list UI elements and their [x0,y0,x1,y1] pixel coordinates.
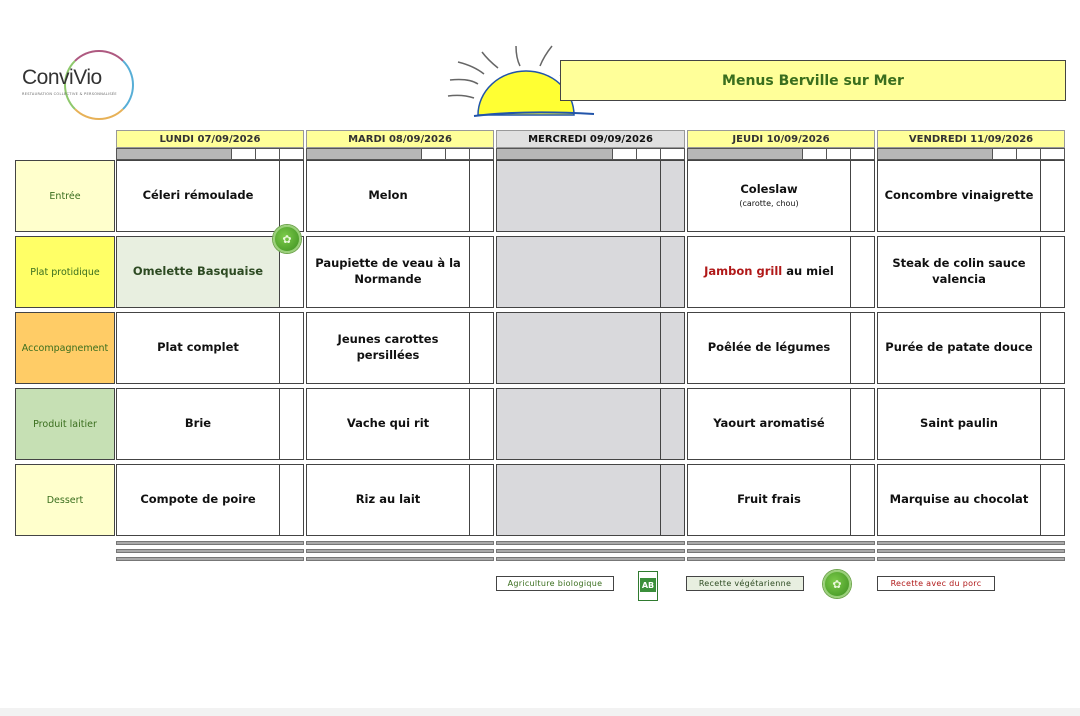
day-subheader [116,148,304,160]
vegetarian-badge-icon: ✿ [823,570,851,598]
menu-cell-accompagnement-tue: Jeunes carottes persillées [306,312,494,384]
dish-name: Plat complet [157,340,239,355]
menu-cell-dessert-tue: Riz au lait [306,464,494,536]
vegetarian-badge-icon: ✿ [273,225,301,253]
page-footer-bar [0,708,1080,716]
dish-name: Saint paulin [920,416,998,431]
footer-stripe [687,557,875,561]
row-label-laitier: Produit laitier [15,388,115,460]
menu-cell-laitier-wed [496,388,685,460]
menu-cell-plat-mon: Omelette Basquaise [116,236,304,308]
menu-cell-plat-tue: Paupiette de veau à la Normande [306,236,494,308]
row-label-dessert: Dessert [15,464,115,536]
footer-stripe [306,549,494,553]
menu-cell-entree-mon: Céleri rémoulade [116,160,304,232]
day-header-mon: LUNDI 07/09/2026 [116,130,304,148]
dish-detail: (carotte, chou) [739,199,799,209]
menu-cell-accompagnement-wed [496,312,685,384]
row-label-entree: Entrée [15,160,115,232]
footer-stripe [496,557,685,561]
dish-name: Riz au lait [355,492,421,507]
dish-name: Vache qui rit [346,416,430,431]
dish-name: Coleslaw [740,181,798,196]
dish-name: Poêlée de légumes [707,340,831,355]
logo-tagline: RESTAURATION COLLECTIVE & PERSONNALISÉE [22,92,117,96]
dish-name: Jeunes carottes persillées [337,332,439,362]
footer-stripe [116,541,304,545]
dish-name: Melon [368,188,408,203]
day-subheader [306,148,494,160]
menu-cell-accompagnement-thu: Poêlée de légumes [687,312,875,384]
dish-name: Yaourt aromatisé [713,416,825,431]
menu-cell-dessert-mon: Compote de poire [116,464,304,536]
menu-cell-dessert-wed [496,464,685,536]
dish-name: Céleri rémoulade [142,188,254,203]
day-subheader [687,148,875,160]
legend-organic: Agriculture biologique [496,576,614,591]
dish-name: Omelette Basquaise [117,237,279,307]
day-header-tue: MARDI 08/09/2026 [306,130,494,148]
menu-cell-entree-tue: Melon [306,160,494,232]
day-header-thu: JEUDI 10/09/2026 [687,130,875,148]
menu-cell-dessert-thu: Fruit frais [687,464,875,536]
footer-stripe [116,557,304,561]
footer-stripe [496,549,685,553]
menu-cell-entree-wed [496,160,685,232]
menu-cell-accompagnement-mon: Plat complet [116,312,304,384]
convivio-logo: ConviVio RESTAURATION COLLECTIVE & PERSO… [20,48,134,120]
menu-cell-plat-wed [496,236,685,308]
footer-stripe [116,549,304,553]
menu-cell-entree-thu: Coleslaw (carotte, chou) [687,160,875,232]
footer-stripe [877,541,1065,545]
day-subheader [877,148,1065,160]
menu-cell-laitier-thu: Yaourt aromatisé [687,388,875,460]
footer-stripe [306,541,494,545]
dish-name: Compote de poire [140,492,256,507]
footer-stripe [687,549,875,553]
page-title: Menus Berville sur Mer [560,60,1066,101]
logo-name: ConviVio [22,66,102,89]
menu-cell-laitier-tue: Vache qui rit [306,388,494,460]
dish-name: Marquise au chocolat [889,492,1029,507]
menu-cell-plat-thu: Jambon grill au miel [687,236,875,308]
ab-organic-logo-icon: AB [638,571,658,601]
menu-cell-accompagnement-fri: Purée de patate douce [877,312,1065,384]
dish-name: Purée de patate douce [885,340,1033,355]
menu-cell-laitier-mon: Brie [116,388,304,460]
dish-name: Brie [184,416,212,431]
menu-cell-plat-fri: Steak de colin sauce valencia [877,236,1065,308]
menu-cell-entree-fri: Concombre vinaigrette [877,160,1065,232]
footer-stripe [877,549,1065,553]
dish-name: Steak de colin sauce valencia [892,256,1026,286]
day-header-fri: VENDREDI 11/09/2026 [877,130,1065,148]
pork-dish-name: Jambon grill [704,264,783,279]
day-subheader [496,148,685,160]
dish-name: au miel [782,264,834,279]
dish-name: Paupiette de veau à la Normande [315,256,461,286]
footer-stripe [306,557,494,561]
row-label-plat: Plat protidique [15,236,115,308]
dish-name: Concombre vinaigrette [884,188,1034,203]
legend-pork: Recette avec du porc [877,576,995,591]
footer-stripe [877,557,1065,561]
legend-vegetarian: Recette végétarienne [686,576,804,591]
day-header-wed: MERCREDI 09/09/2026 [496,130,685,148]
menu-cell-dessert-fri: Marquise au chocolat [877,464,1065,536]
footer-stripe [496,541,685,545]
menu-cell-laitier-fri: Saint paulin [877,388,1065,460]
dish-name: Fruit frais [737,492,801,507]
row-label-accompagnement: Accompagnement [15,312,115,384]
logo-ring [64,50,134,120]
footer-stripe [687,541,875,545]
